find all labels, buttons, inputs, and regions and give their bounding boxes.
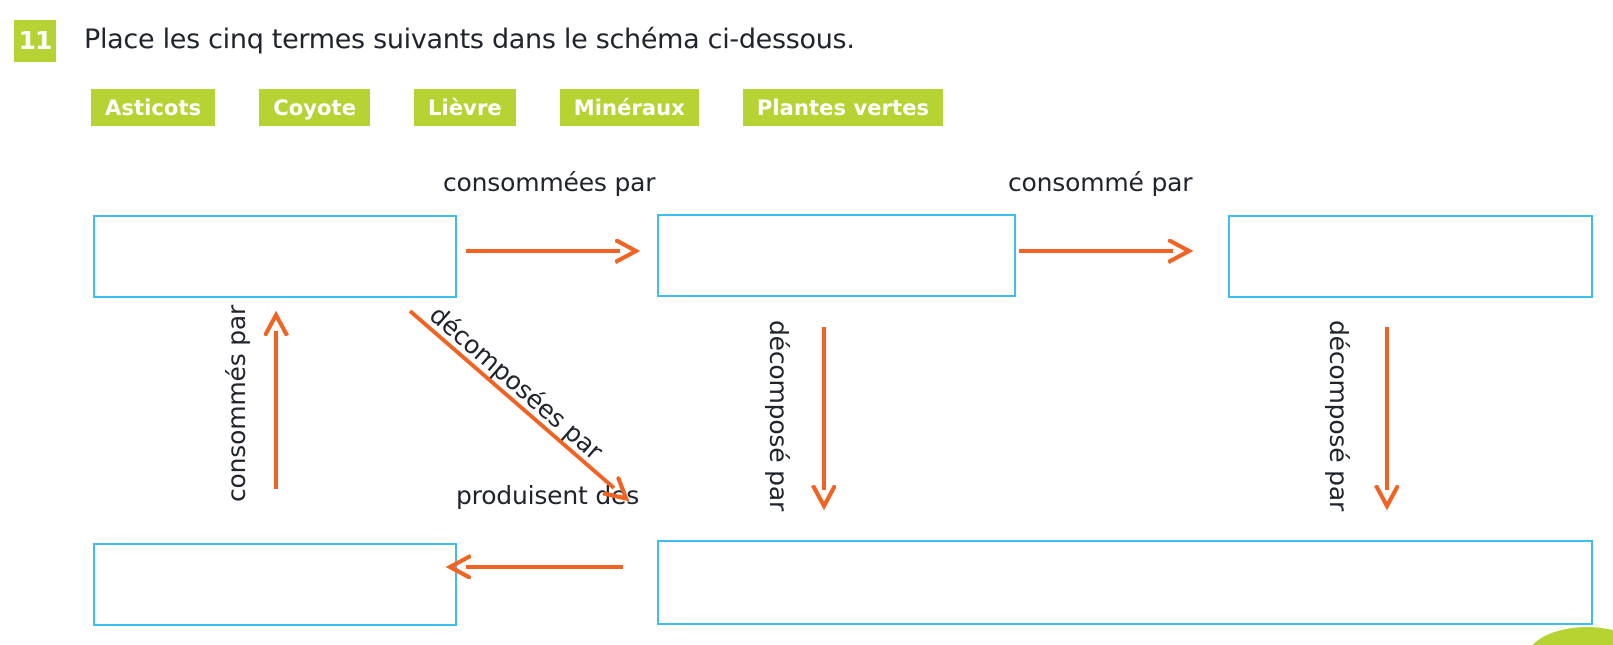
word-chip-lievre[interactable]: Lièvre — [414, 89, 516, 126]
relation-label-decompose-par-middle: décomposé par — [764, 320, 793, 512]
answer-box-top-middle[interactable] — [657, 214, 1016, 297]
relation-label-consommes-par: consommés par — [222, 304, 251, 502]
answer-box-bottom-wide[interactable] — [657, 540, 1593, 625]
arrow-diagonal-decomposees — [408, 309, 614, 488]
answer-box-bottom-left[interactable] — [93, 543, 457, 626]
word-chip-plantes-vertes[interactable]: Plantes vertes — [742, 89, 944, 126]
word-bank: Asticots Coyote Lièvre Minéraux Plantes … — [91, 89, 944, 126]
relation-label-consomme-par: consommé par — [1008, 168, 1193, 197]
relation-label-decompose-par-right: décomposé par — [1324, 320, 1353, 512]
relation-label-consommees-par: consommées par — [443, 168, 656, 197]
relation-label-produisent-des: produisent des — [456, 481, 640, 510]
word-chip-asticots[interactable]: Asticots — [91, 89, 216, 126]
answer-box-top-right[interactable] — [1228, 215, 1593, 298]
corner-decoration-arc — [1527, 627, 1613, 645]
word-chip-coyote[interactable]: Coyote — [259, 89, 371, 126]
word-chip-mineraux[interactable]: Minéraux — [559, 89, 699, 126]
answer-box-top-left[interactable] — [93, 215, 457, 298]
question-instruction: Place les cinq termes suivants dans le s… — [84, 24, 855, 55]
relation-label-decomposees-par: décomposées par — [423, 300, 609, 466]
question-number-badge: 11 — [14, 20, 56, 62]
